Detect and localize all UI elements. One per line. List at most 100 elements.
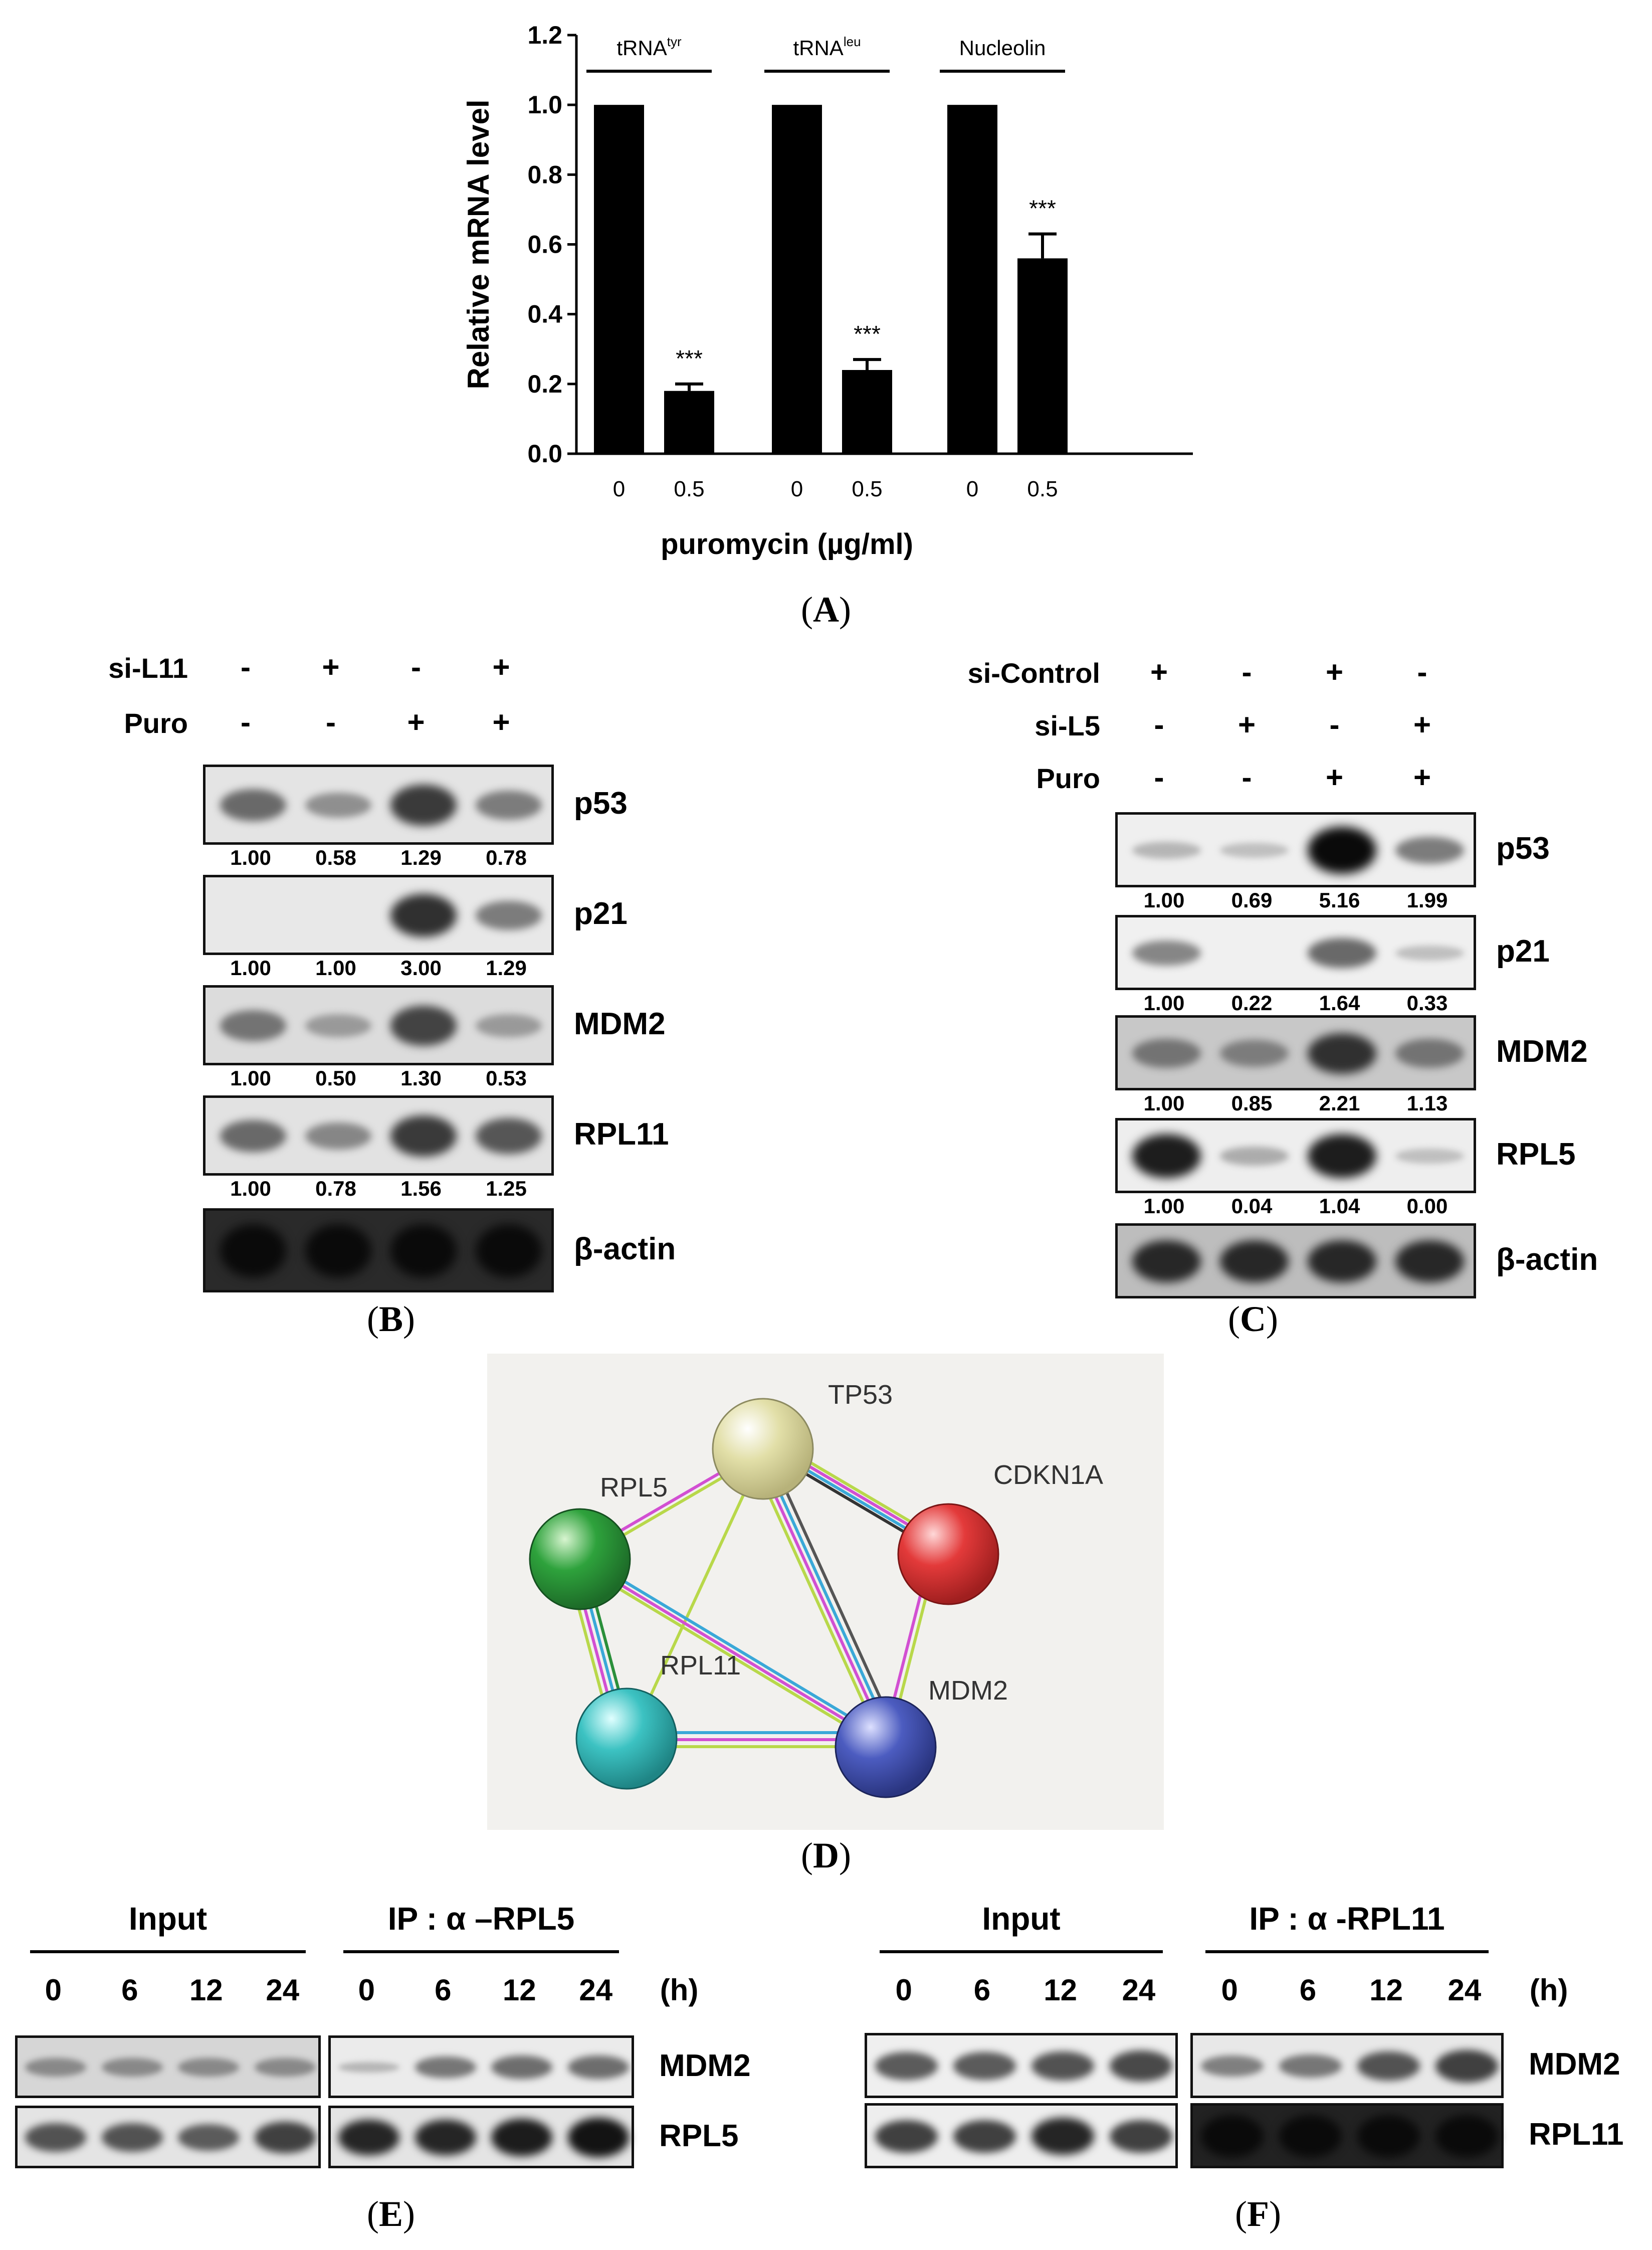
condition-sign: + xyxy=(1237,708,1256,741)
protein-interaction-network: TP53 RPL5 CDKN1A RPL11 MDM2 xyxy=(487,1354,1164,1830)
ip-header: IP : α -RPL11 xyxy=(1249,1901,1445,1937)
band xyxy=(1395,837,1464,864)
band xyxy=(1357,2051,1420,2081)
quantification-value: 1.00 xyxy=(230,846,271,869)
time-point: 6 xyxy=(435,1973,452,2007)
condition-label: si-L5 xyxy=(1035,710,1100,741)
x-axis-label: puromycin (µg/ml) xyxy=(661,528,913,560)
quantification-value: 0.58 xyxy=(315,846,356,869)
group-title-sup: leu xyxy=(844,34,861,49)
band xyxy=(220,1119,287,1153)
band xyxy=(1031,2051,1095,2081)
time-point: 24 xyxy=(1122,1973,1156,2007)
time-point: 12 xyxy=(189,1973,223,2007)
time-point: 24 xyxy=(579,1973,613,2007)
group-title-base: tRNA xyxy=(793,36,843,60)
band xyxy=(101,2123,163,2152)
x-tick-label: 0 xyxy=(966,477,978,501)
condition-sign: - xyxy=(1154,761,1164,794)
quantification-value: 3.00 xyxy=(400,956,442,980)
blot-label: β-actin xyxy=(574,1232,676,1266)
condition-label: si-Control xyxy=(967,657,1100,689)
y-tick-label: 0.2 xyxy=(527,370,562,398)
group-title: Nucleolin xyxy=(959,36,1046,60)
time-point: 6 xyxy=(121,1973,138,2007)
node-label-mdm2: MDM2 xyxy=(928,1675,1008,1706)
band xyxy=(953,2052,1016,2080)
time-point: 12 xyxy=(502,1973,536,2007)
band xyxy=(415,2119,476,2156)
quantification-value: 1.29 xyxy=(486,956,527,980)
condition-label: Puro xyxy=(1036,763,1100,794)
blot-label: p53 xyxy=(574,786,628,821)
blot-label: MDM2 xyxy=(574,1007,666,1041)
quantification-value: 0.50 xyxy=(315,1066,356,1090)
band xyxy=(875,2052,938,2080)
coip-blot xyxy=(328,2106,634,2168)
band xyxy=(1308,938,1376,969)
time-unit: (h) xyxy=(660,1973,699,2007)
band xyxy=(1435,2115,1499,2158)
condition-label: si-L11 xyxy=(108,652,188,684)
blot-label: p21 xyxy=(1496,934,1550,969)
quantification-value: 0.22 xyxy=(1231,991,1273,1015)
condition-sign: + xyxy=(492,705,510,739)
group-title-base: Nucleolin xyxy=(959,36,1046,60)
band xyxy=(1308,826,1376,874)
panel-label-c: (C) xyxy=(1228,1299,1278,1339)
blot-label: RPL5 xyxy=(1496,1137,1576,1172)
condition-sign: + xyxy=(1325,761,1344,794)
band xyxy=(178,2057,240,2077)
blot-label: MDM2 xyxy=(659,2048,751,2083)
band xyxy=(305,792,372,818)
panel-label-f: (F) xyxy=(1235,2194,1281,2234)
node-label-cdkn1a: CDKN1A xyxy=(993,1460,1103,1490)
ip-header: IP : α –RPL5 xyxy=(387,1901,575,1937)
band xyxy=(305,1014,372,1038)
quantification-value: 1.00 xyxy=(1143,888,1185,912)
condition-sign: - xyxy=(1417,655,1427,689)
condition-label: Puro xyxy=(124,707,188,739)
coip-blot xyxy=(1190,2103,1504,2168)
blot-mdm2 xyxy=(1115,1015,1476,1090)
quantification-value: 0.78 xyxy=(315,1177,356,1200)
band xyxy=(475,1224,542,1277)
x-tick-label: 0 xyxy=(791,477,803,501)
blot-mdm2 xyxy=(203,985,554,1065)
condition-sign: - xyxy=(411,650,421,684)
band xyxy=(953,2120,1016,2153)
coip-blot xyxy=(15,2035,321,2098)
condition-sign: + xyxy=(1413,708,1431,741)
band xyxy=(1110,2050,1173,2082)
quantification-value: 1.13 xyxy=(1406,1091,1448,1115)
band xyxy=(1220,1240,1289,1283)
ip-header: Input xyxy=(982,1901,1061,1937)
coip-blot xyxy=(865,2033,1178,2098)
band xyxy=(25,2057,87,2077)
condition-sign: - xyxy=(1154,708,1164,741)
quantification-value: 1.99 xyxy=(1406,888,1448,912)
bar xyxy=(947,105,997,454)
node-mdm2: MDM2 xyxy=(835,1675,1008,1798)
band xyxy=(338,2119,400,2156)
header-underline xyxy=(343,1950,619,1953)
significance-marker: *** xyxy=(1029,196,1056,222)
quantification-value: 1.25 xyxy=(486,1177,527,1200)
quantification-value: 1.00 xyxy=(230,956,271,980)
condition-sign: + xyxy=(492,650,510,684)
node-cdkn1a: CDKN1A xyxy=(897,1460,1103,1605)
band xyxy=(220,789,287,822)
ip-header: Input xyxy=(128,1901,208,1937)
time-point: 0 xyxy=(895,1973,912,2007)
blot-label: RPL11 xyxy=(1529,2117,1624,2152)
blot-p21 xyxy=(203,875,554,955)
header-underline xyxy=(880,1950,1163,1953)
band xyxy=(305,1224,372,1277)
condition-sign: - xyxy=(241,705,251,739)
blot-p53 xyxy=(1115,812,1476,887)
band xyxy=(1308,1134,1376,1178)
band xyxy=(390,1006,457,1046)
quantification-value: 1.00 xyxy=(230,1177,271,1200)
band xyxy=(1308,1240,1376,1283)
band xyxy=(390,1115,457,1157)
